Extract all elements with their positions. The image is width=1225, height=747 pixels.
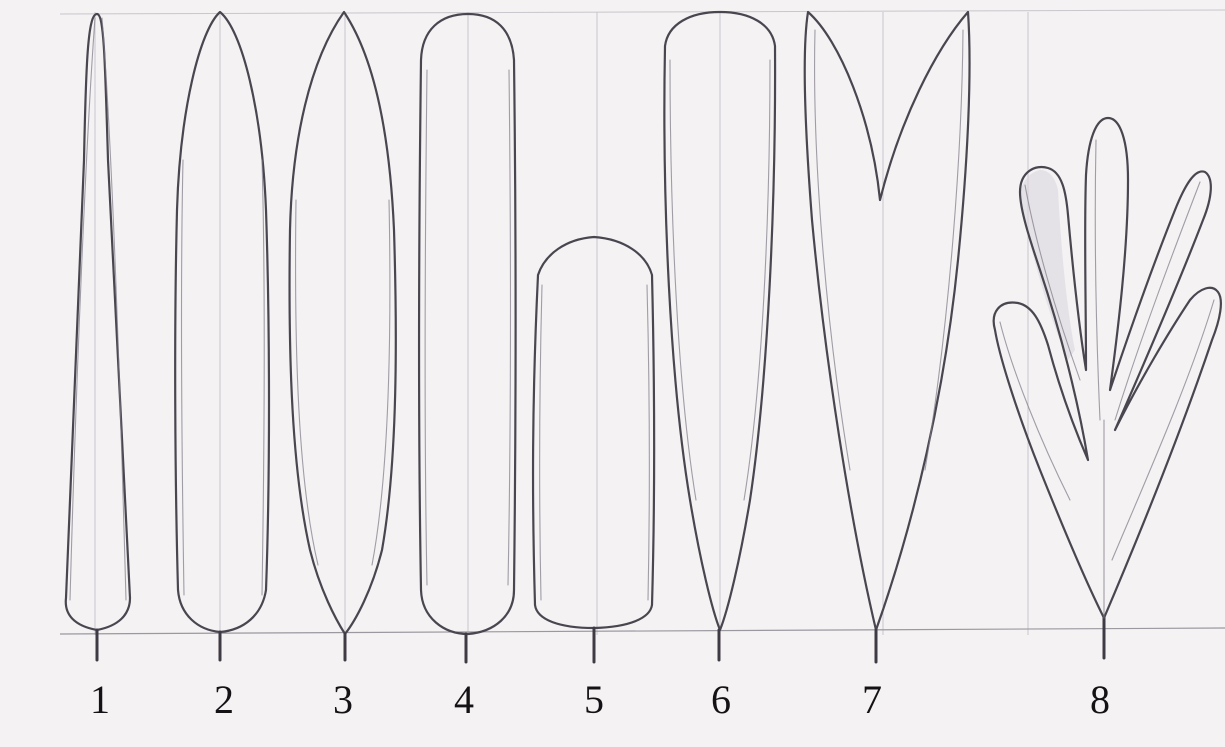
label-1: 1 (80, 680, 120, 720)
label-2: 2 (204, 680, 244, 720)
label-4: 4 (444, 680, 484, 720)
leaf-shape-2 (175, 12, 269, 660)
leaf-shape-1 (66, 14, 130, 660)
label-8: 8 (1080, 680, 1120, 720)
guide-lines (60, 10, 1225, 635)
leaf-shape-7 (805, 12, 970, 662)
label-6: 6 (701, 680, 741, 720)
leaf-shape-4 (419, 14, 515, 662)
label-5: 5 (574, 680, 614, 720)
leaf-shape-3 (290, 12, 396, 660)
leaf-shape-5 (533, 237, 654, 662)
label-7: 7 (852, 680, 892, 720)
label-3: 3 (323, 680, 363, 720)
